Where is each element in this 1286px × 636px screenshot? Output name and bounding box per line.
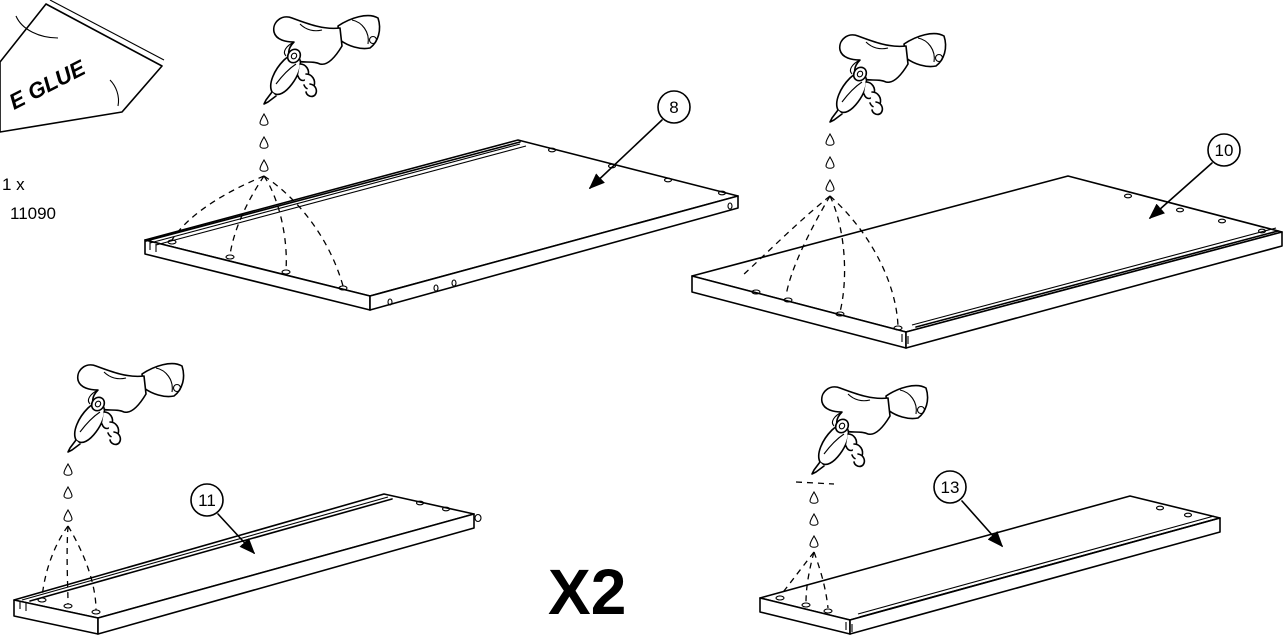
hand-applying-glue-icon bbox=[829, 32, 947, 123]
panel-10: 10 bbox=[691, 32, 1283, 349]
panel-8: 8 bbox=[144, 14, 739, 311]
glue-quantity: 1 x bbox=[2, 175, 25, 194]
glue-drops bbox=[809, 491, 819, 548]
glue-paths bbox=[741, 195, 899, 327]
panel-13: 13 bbox=[759, 384, 1221, 635]
glue-drops bbox=[825, 133, 835, 192]
callout-number: 13 bbox=[941, 478, 960, 497]
hand-applying-glue-icon bbox=[263, 14, 381, 105]
pointer-arrow bbox=[588, 119, 663, 190]
glue-part-number: 11090 bbox=[10, 204, 56, 223]
callout-number: 10 bbox=[1215, 141, 1234, 160]
glue-paths bbox=[171, 175, 344, 287]
glue-drops bbox=[259, 113, 269, 172]
glue-paths bbox=[779, 481, 835, 609]
glue-paths bbox=[41, 525, 97, 611]
hand-applying-glue-icon bbox=[811, 384, 929, 475]
pointer-arrow bbox=[961, 500, 1004, 548]
quantity-multiplier: X2 bbox=[548, 556, 626, 628]
callout-number: 11 bbox=[198, 491, 216, 510]
pointer-arrow bbox=[1148, 162, 1213, 220]
pointer-arrow bbox=[217, 513, 256, 555]
glue-drops bbox=[63, 463, 73, 522]
callout-number: 8 bbox=[669, 98, 678, 117]
panel-11: 11 bbox=[13, 362, 482, 635]
hand-applying-glue-icon bbox=[67, 362, 185, 453]
glue-packet: E GLUE 1 x 11090 bbox=[0, 0, 165, 223]
